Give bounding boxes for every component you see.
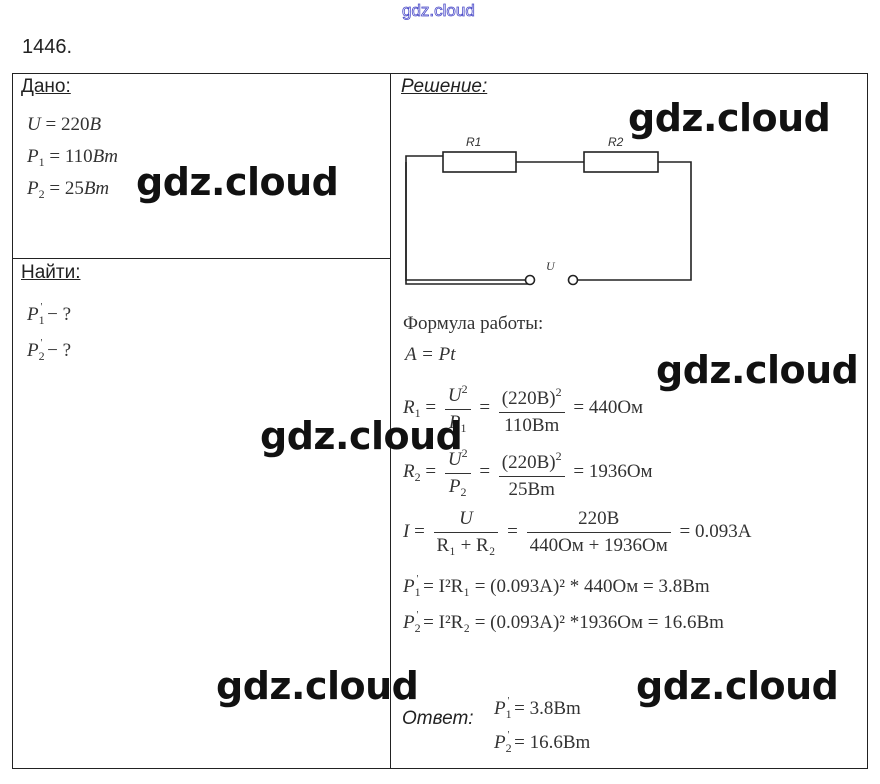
watermark: gdz.cloud <box>636 664 839 708</box>
label-r1: R1 <box>466 135 481 149</box>
find-title: Найти: <box>21 262 81 283</box>
terminal-right <box>567 274 579 286</box>
p1-equation: P1' = I²R₁ = (0.093A)² * 440Ом = 3.8Bm <box>403 574 710 599</box>
find-power-2: P2' − ? <box>27 338 72 363</box>
watermark: gdz.cloud <box>260 414 463 458</box>
solution-table: Дано: U = 220B P1 = 110Bm P2 = 25Bm Найт… <box>12 73 868 769</box>
site-mark[interactable]: gdz.cloud <box>402 1 476 21</box>
circuit-wire-bottom-left <box>405 162 526 281</box>
resistor-r1 <box>442 151 517 173</box>
terminal-left <box>524 274 536 286</box>
watermark: gdz.cloud <box>656 348 859 392</box>
solution-title: Решение: <box>401 76 488 97</box>
problem-number: 1446. <box>22 36 73 58</box>
given-voltage: U = 220B <box>27 114 102 135</box>
work-formula: A = Pt <box>405 344 456 365</box>
find-power-1: P1' − ? <box>27 302 72 327</box>
answer-p1: P1' = 3.8Bm <box>494 696 581 721</box>
formula-heading: Формула работы: <box>403 313 544 334</box>
column-divider <box>390 74 391 768</box>
given-power-1: P1 = 110Bm <box>27 146 118 169</box>
given-title: Дано: <box>21 76 71 97</box>
answer-label: Ответ: <box>402 708 474 729</box>
circuit-wire-right <box>578 161 692 281</box>
p2-equation: P2' = I²R₂ = (0.093A)² *1936Ом = 16.6Bm <box>403 610 724 635</box>
answer-p2: P2' = 16.6Bm <box>494 730 591 755</box>
watermark: gdz.cloud <box>216 664 419 708</box>
row-divider <box>13 258 390 259</box>
label-u: U <box>546 259 556 273</box>
watermark: gdz.cloud <box>136 160 339 204</box>
circuit-diagram: R1 R2 U <box>405 135 692 286</box>
label-r2: R2 <box>608 135 624 149</box>
watermark: gdz.cloud <box>628 96 831 140</box>
circuit-wire-left <box>405 155 528 285</box>
resistor-r2 <box>583 151 659 173</box>
given-power-2: P2 = 25Bm <box>27 178 110 201</box>
